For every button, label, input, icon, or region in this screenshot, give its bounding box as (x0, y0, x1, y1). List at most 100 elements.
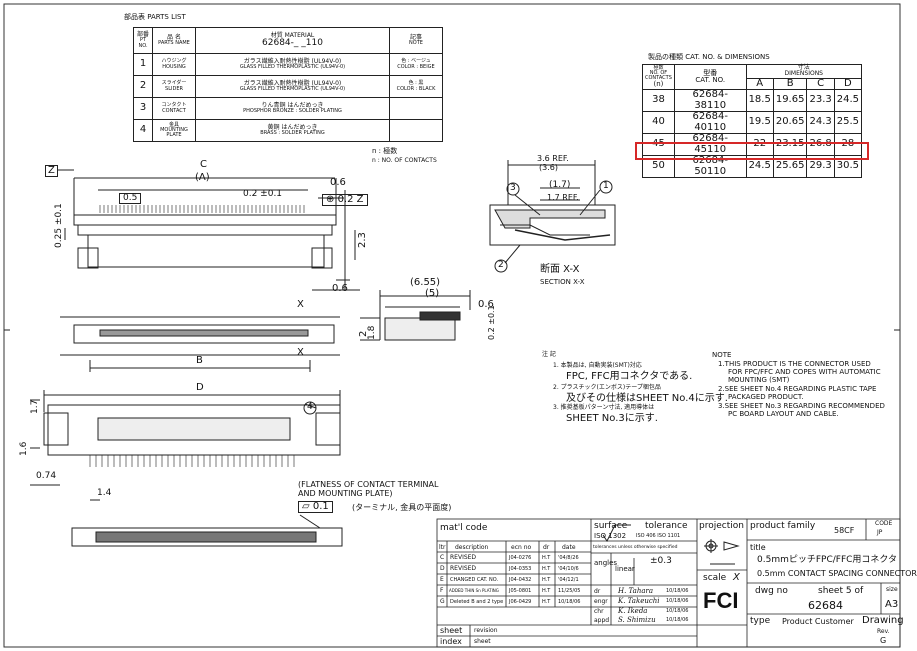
rev-dr: H.T (542, 566, 551, 572)
title-label: title (750, 543, 766, 552)
part-no: 2 (133, 75, 153, 98)
dim-36p: (3.6) (539, 163, 558, 172)
cat-no: 62684-40110 (673, 111, 747, 135)
hdr-name-en: PARTS NAME (158, 40, 190, 47)
cat-hdr-col: A (745, 77, 774, 91)
parts-list-title: 部品表 PARTS LIST (124, 13, 186, 21)
contacts-note-jp: n : 極数 (372, 147, 398, 155)
notes-en-title: NOTE (712, 351, 732, 359)
cat-table-title: 製品の種類 CAT. NO. & DIMENSIONS (648, 53, 770, 61)
cat-val: 24.5 (745, 155, 774, 179)
rev-hdr: ecn no (511, 544, 532, 551)
note-en-line: 3.SEE SHEET No.3 REGARDING RECOMMENDED (718, 402, 885, 410)
rev-dr: H.T (542, 599, 551, 605)
sign-date: 10/18/06 (666, 598, 689, 604)
dim-23: 2.3 (357, 232, 368, 248)
tol-datum: Z (356, 194, 364, 205)
part-name-jp: ハウジング (161, 58, 187, 65)
part-mat-en: BRASS : SOLDER PLATING (260, 130, 325, 137)
rev-desc: REVISED (450, 565, 477, 572)
size-value: A3 (885, 599, 899, 610)
projection-symbol-icon (704, 539, 740, 553)
part-name-jp: コンタクト (161, 102, 187, 109)
balloon-2: 2 (498, 260, 504, 270)
top-view (58, 169, 360, 291)
type-value: Product Customer (782, 617, 854, 626)
section-mark-x-bottom: X (297, 347, 304, 358)
dim-05: 0.5 (119, 193, 142, 204)
dim-5: (5) (425, 288, 440, 299)
revision-label: revision (474, 627, 498, 634)
balloon-4: 4 (307, 402, 313, 412)
dim-06: 0.6 (330, 177, 346, 188)
rev-ltr: C (440, 554, 445, 561)
flatness-value: 0.1 (312, 501, 329, 512)
product-family-label: product family (750, 521, 816, 531)
cat-val: 20.65 (772, 111, 808, 135)
note-jp-line: 3. 推奨基板パターン寸法, 適用導体は (553, 404, 655, 411)
sign-date: 10/18/06 (666, 588, 689, 594)
rev-date: 10/18/06 (558, 599, 581, 605)
side-view (360, 290, 471, 341)
dwg-no-value: 62684 (808, 599, 843, 612)
part-note-jp: 色 : ベージュ (401, 58, 431, 65)
rev-date: '04/8/26 (558, 555, 579, 561)
dim-655: (6.55) (410, 277, 441, 288)
contacts-note-en: n : NO. OF CONTACTS (372, 157, 437, 164)
rev-date: '04/10/6 (558, 566, 579, 572)
rev-hdr: description (455, 544, 489, 551)
cat-hdr-n-jp: 極数 (653, 64, 664, 71)
cat-val: 25.5 (833, 111, 863, 135)
surface-label: surface (594, 521, 628, 531)
sheet-label: sheet (474, 638, 491, 645)
note-en-line: PACKAGED PRODUCT. (728, 393, 804, 401)
cat-hdr-cat-en: CAT. NO. (695, 76, 726, 85)
rev-desc: CHANGED CAT. NO. (450, 577, 499, 583)
rev-desc: ADDED THIN Sn PLATING (449, 588, 499, 593)
note-en-line: 2.SEE SHEET No.4 REGARDING PLASTIC TAPE (718, 385, 877, 393)
dim-18: 1.8 (367, 325, 377, 340)
dim-02: 0.2 ±0.1 (243, 189, 283, 199)
section-mark-x-top: X (297, 299, 304, 310)
cat-val: 19.5 (745, 111, 774, 135)
index-label: index (440, 637, 462, 646)
sign-row-label: engr (594, 598, 608, 605)
part-note-en: COLOR : BEIGE (397, 63, 435, 70)
cat-val: 19.65 (772, 89, 808, 113)
sign-row-label: dr (594, 588, 601, 595)
note-en-line: 1.THIS PRODUCT IS THE CONNECTOR USED (718, 360, 871, 368)
product-family-value: 58CF (834, 526, 855, 535)
rev-ltr: E (440, 576, 444, 583)
rev-dr: H.T (542, 588, 551, 594)
title-en: 0.5mm CONTACT SPACING CONNECTOR (757, 569, 917, 578)
cat-hdr-col: D (833, 77, 863, 91)
dim-a: (A) (195, 172, 210, 183)
note-jp-line: 2. プラスチック(エンボス)テープ梱包品 (553, 384, 661, 391)
dim-02b: 0.2 ±0.1 (487, 305, 496, 340)
part-mat-en: GLASS FILLED THERMOPLASTIC (UL94V-0) (239, 64, 346, 71)
part-mat-jp: ガラス繊維入耐熱性樹脂 (UL94V-0) (243, 79, 342, 87)
rev-hdr: ltr (439, 544, 446, 551)
part-mat-jp: ガラス繊維入耐熱性樹脂 (UL94V-0) (243, 57, 342, 65)
sheet-of-label: sheet 5 of (818, 586, 864, 596)
position-tolerance: ⊕ 0.2 Z (322, 194, 368, 206)
projection-label: projection (699, 521, 744, 531)
rev-hdr: date (562, 544, 576, 551)
part-name-en: HOUSING (162, 63, 186, 70)
bottom-view (30, 390, 341, 501)
part-name-en: CONTACT (162, 107, 186, 114)
rev-ecn: J04-0276 (509, 555, 532, 561)
flatness-view (71, 514, 343, 547)
rev-label: Rev. (877, 628, 890, 635)
cat-n: 40 (642, 111, 675, 135)
dim-14: 1.4 (97, 488, 112, 498)
datum-z: Z (45, 165, 58, 177)
tolerance-label: tolerance (645, 521, 688, 531)
hdr-note-jp: 記事 (409, 33, 422, 41)
